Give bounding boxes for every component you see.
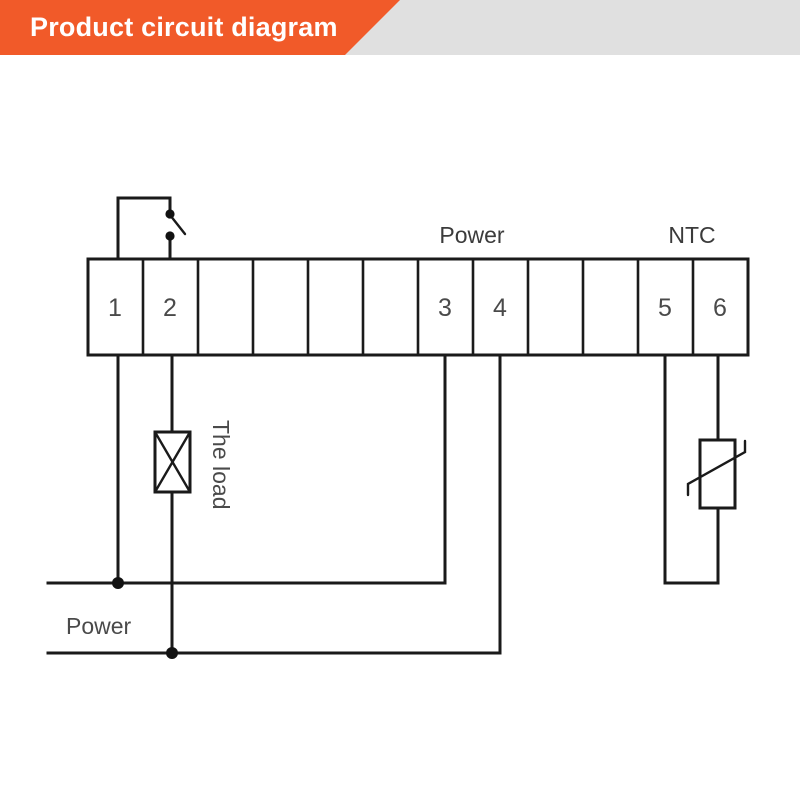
terminal-label-4: 4 <box>493 294 507 322</box>
label-power-bottom: Power <box>66 613 132 639</box>
terminal-label-5: 5 <box>658 294 672 322</box>
ntc-thermistor-symbol <box>686 438 747 510</box>
terminal-label-1: 1 <box>108 294 122 322</box>
label-ntc-top: NTC <box>668 222 715 248</box>
junction-dot-lower <box>166 647 178 659</box>
load-symbol <box>153 430 192 494</box>
junction-dot-upper <box>112 577 124 589</box>
page-title: Product circuit diagram <box>30 12 338 42</box>
label-the-load: The load <box>208 420 234 510</box>
terminal-label-3: 3 <box>438 294 452 322</box>
terminal-label-2: 2 <box>163 294 177 322</box>
label-power-top: Power <box>439 222 505 248</box>
terminal-label-6: 6 <box>713 294 727 322</box>
switch-contact-upper <box>165 209 175 219</box>
banner-orange-shape <box>0 0 400 55</box>
switch-symbol <box>116 196 187 261</box>
switch-contact-lower <box>165 231 175 241</box>
terminal-block: 1 2 3 4 5 6 <box>86 257 750 357</box>
